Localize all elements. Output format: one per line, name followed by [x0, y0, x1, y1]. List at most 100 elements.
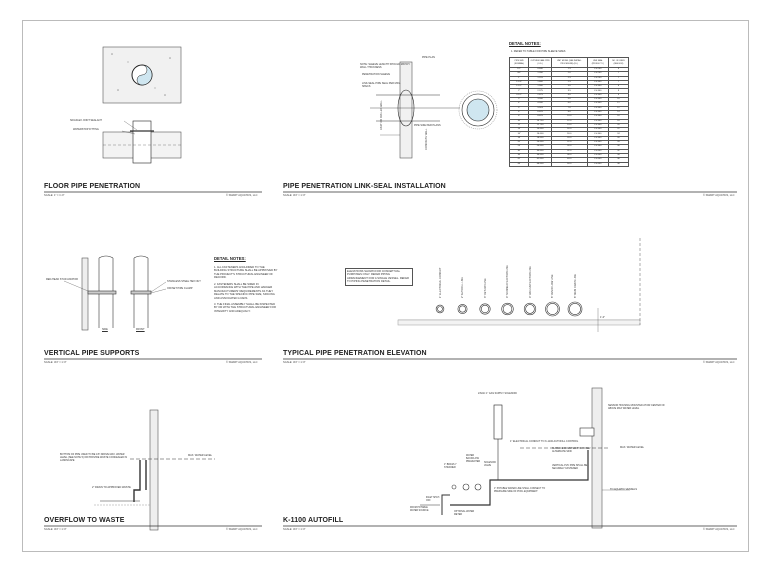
label-strainer: 1" BRASS Y STRAINER	[444, 464, 457, 469]
supports-notes-header: DETAIL NOTES:	[214, 256, 246, 261]
label-overflow-maxwater: MAX. WATER LEVEL	[188, 454, 213, 457]
label-overflow-drain: 2" DRAIN TO APPROVED WASTE	[92, 486, 131, 489]
table-cell: 48.000	[528, 161, 552, 167]
elevation-pipe	[437, 306, 443, 312]
supports-note-3: 3. THE FINAL ASSEMBLY SHALL BE INSPECTED…	[214, 303, 276, 313]
label-meter: OPTIONAL WATER METER	[454, 511, 475, 516]
label-vertical: VERTICAL PVC PIPE SHALL BE SECURELY FAST…	[552, 464, 588, 470]
elevation-pipe-label: 2" AUTOFILL LINE	[461, 277, 464, 298]
label-conduit: 1" ELECTRICAL CONDUIT TO K-1100 AUTOFILL…	[510, 440, 579, 443]
autofill-view	[420, 387, 630, 529]
elevation-pipe-sleeve	[435, 304, 445, 314]
label-hex-nut: STAINLESS STEEL HEX NUT	[167, 280, 201, 283]
table-column-header: NO. OF LINKS (SEE BOX)	[607, 57, 630, 68]
floor-plan-view	[102, 46, 182, 104]
label-sleeve-note: NOTE: SLEEVE LENGTH SHOULD MATCH WALL TH…	[360, 63, 410, 69]
elevation-pipe-label: 4" SKIMMER SUCTION LINE	[506, 265, 509, 298]
scale-linkseal: SCALE: 3/4" = 1'-0"	[283, 194, 306, 197]
label-to-vessel: TO AQUATIC VESSELS	[610, 488, 637, 491]
overflow-view	[94, 409, 215, 531]
label-cast-wall: CAST OR DRILLED WALL	[380, 100, 383, 130]
brand-autofill: © SMART AQUATICS, LLC	[703, 528, 735, 531]
table-cell: 50.0	[550, 161, 588, 167]
label-linkseal: LINK-SEAL PIPE SEAL PER MFG. SPECS	[362, 82, 401, 88]
label-potable-source: FROM POTABLE WATER SOURCE	[410, 507, 429, 512]
label-pipe-clamp: OFFSET PIPE CLAMP	[167, 287, 193, 290]
elevation-pipe	[546, 303, 559, 315]
table-cell: LS-400	[586, 161, 609, 167]
scale-supports: SCALE: 3/4" = 1'-0"	[44, 361, 67, 364]
label-side: SIDE	[102, 328, 108, 331]
title-vertical-pipe-supports: VERTICAL PIPE SUPPORTS	[44, 350, 140, 357]
label-pipe-size: PIPE SIZE PER PLANS	[414, 124, 441, 127]
title-typical-pipe-penetration-elevation: TYPICAL PIPE PENETRATION ELEVATION	[283, 350, 427, 357]
scale-autofill: SCALE: 3/4" = 1'-0"	[283, 528, 306, 531]
label-potable: 1" POTABLE WATER LINE SHALL CONNECT TO P…	[494, 488, 546, 493]
supports-note-1: 1. ALL FASTENERS ANCHORED TO THE BUILDIN…	[214, 266, 278, 280]
table-cell: 38	[607, 161, 630, 167]
elevation-pipe-sleeve	[457, 304, 468, 314]
elevation-pipe	[480, 304, 490, 314]
label-surface: SURFACE MOUNTED PVC HOSE / ALTERNATE SIN…	[552, 447, 591, 453]
elevation-view	[397, 238, 641, 332]
elevation-pipe-sleeve	[501, 302, 514, 316]
label-inlet: INLET SHUT-OFF	[426, 497, 440, 502]
label-overflow-bottom: BOTTOM OF PIPE USED TO BE 1/8" ABOVE MAX…	[60, 453, 128, 462]
elevation-pipe-label: 6" MAIN DRAIN LINE	[573, 274, 577, 298]
supports-view	[63, 255, 167, 331]
elevation-pipes	[435, 301, 583, 317]
table-column-header: UNIT MODEL (SEE INSTALL PROCEDURE) (I.D.…	[550, 57, 588, 68]
brand-overflow: © SMART AQUATICS, LLC	[226, 528, 258, 531]
label-elevation-dim: 1'-0"	[600, 316, 605, 319]
label-pipe-plan: PIPE PLAN	[422, 56, 435, 59]
title-linkseal-installation: PIPE PENETRATION LINK-SEAL INSTALLATION	[283, 183, 446, 190]
elevation-pipe-sleeve	[567, 301, 583, 317]
label-stud-anchor: RED-HEAD STUD ANCHOR	[46, 278, 78, 281]
brand-floor: © SMART AQUATICS, LLC	[226, 194, 258, 197]
brand-elevation: © SMART AQUATICS, LLC	[703, 361, 735, 364]
table-column-header: OUTSIDE DIAM. PIPE (O.D.)	[528, 57, 552, 68]
scale-overflow: SCALE: 3/4" = 1'-0"	[44, 528, 67, 531]
elevation-pipe-label: 3" RETURN LINE	[483, 278, 487, 298]
title-overflow-to-waste: OVERFLOW TO WASTE	[44, 517, 125, 524]
elevation-pipe-label: 4" VACUUM SUCTION LINE	[528, 266, 532, 298]
label-backflow: WATER BACKFLOW PREVENTER	[466, 455, 481, 463]
elevation-pipe	[458, 305, 466, 313]
label-waterstop: WATERSTOP FITTING	[73, 128, 99, 131]
sleeve-size-table: PIPE SIZE (NOMINAL)OUTSIDE DIAM. PIPE (O…	[508, 57, 630, 167]
scale-floor: SCALE: 1" = 1'-0"	[44, 194, 65, 197]
detail-notes-header: DETAIL NOTES:	[509, 41, 541, 46]
label-solenoid-valve: SOLENOID VALVE	[484, 462, 496, 467]
table-column-header: LINK SEAL (PRODUCT #)	[586, 57, 609, 68]
brand-linkseal: © SMART AQUATICS, LLC	[703, 194, 735, 197]
brand-supports: © SMART AQUATICS, LLC	[226, 361, 258, 364]
table-column-header: PIPE SIZE (NOMINAL)	[508, 57, 530, 68]
label-sensor: SENSOR HOUSING MOUNTED AT/OR CENTER OF A…	[608, 404, 665, 410]
elevation-note: ELEVATIONS SHOWN FOR CONCEPTUAL PURPOSES…	[345, 268, 413, 286]
label-concrete-wall: CONCRETE WALL	[425, 128, 428, 150]
label-autofill-maxwater: MAX. WATER LEVEL	[620, 446, 645, 449]
floor-section-view	[102, 120, 182, 164]
label-sealant: SIKAFLEX JOINT SEALANT	[70, 119, 102, 122]
elevation-pipe-label: 1" ELECTRICAL CONDUIT	[438, 267, 442, 298]
label-penetration-sleeve: PENETRATION SLEEVE	[362, 73, 391, 76]
linkseal-section	[370, 61, 498, 159]
title-k1100-autofill: K-1100 AUTOFILL	[283, 517, 344, 524]
elevation-pipe-label: 6" OVERFLOW LINE	[551, 274, 554, 298]
title-floor-pipe-penetration: FLOOR PIPE PENETRATION	[44, 183, 141, 190]
elevation-pipe-sleeve	[523, 302, 537, 316]
table-header-row: PIPE SIZE (NOMINAL)OUTSIDE DIAM. PIPE (O…	[508, 57, 630, 68]
elevation-pipe	[525, 304, 535, 314]
elevation-pipe-sleeve	[545, 301, 560, 317]
detail-note-1: 1. REFER TO TABLE FOR PIPE SLEEVE SIZES	[511, 50, 566, 53]
elevation-pipe-sleeve	[479, 303, 491, 315]
title-rules	[44, 191, 737, 527]
scale-elevation: SCALE: 3/4" = 1'-0"	[283, 361, 306, 364]
label-front: FRONT	[136, 328, 145, 331]
elevation-pipe	[569, 303, 581, 315]
supports-note-2: 2. FASTENERS SHALL BE SIZED IN ACCORDANC…	[214, 283, 275, 300]
